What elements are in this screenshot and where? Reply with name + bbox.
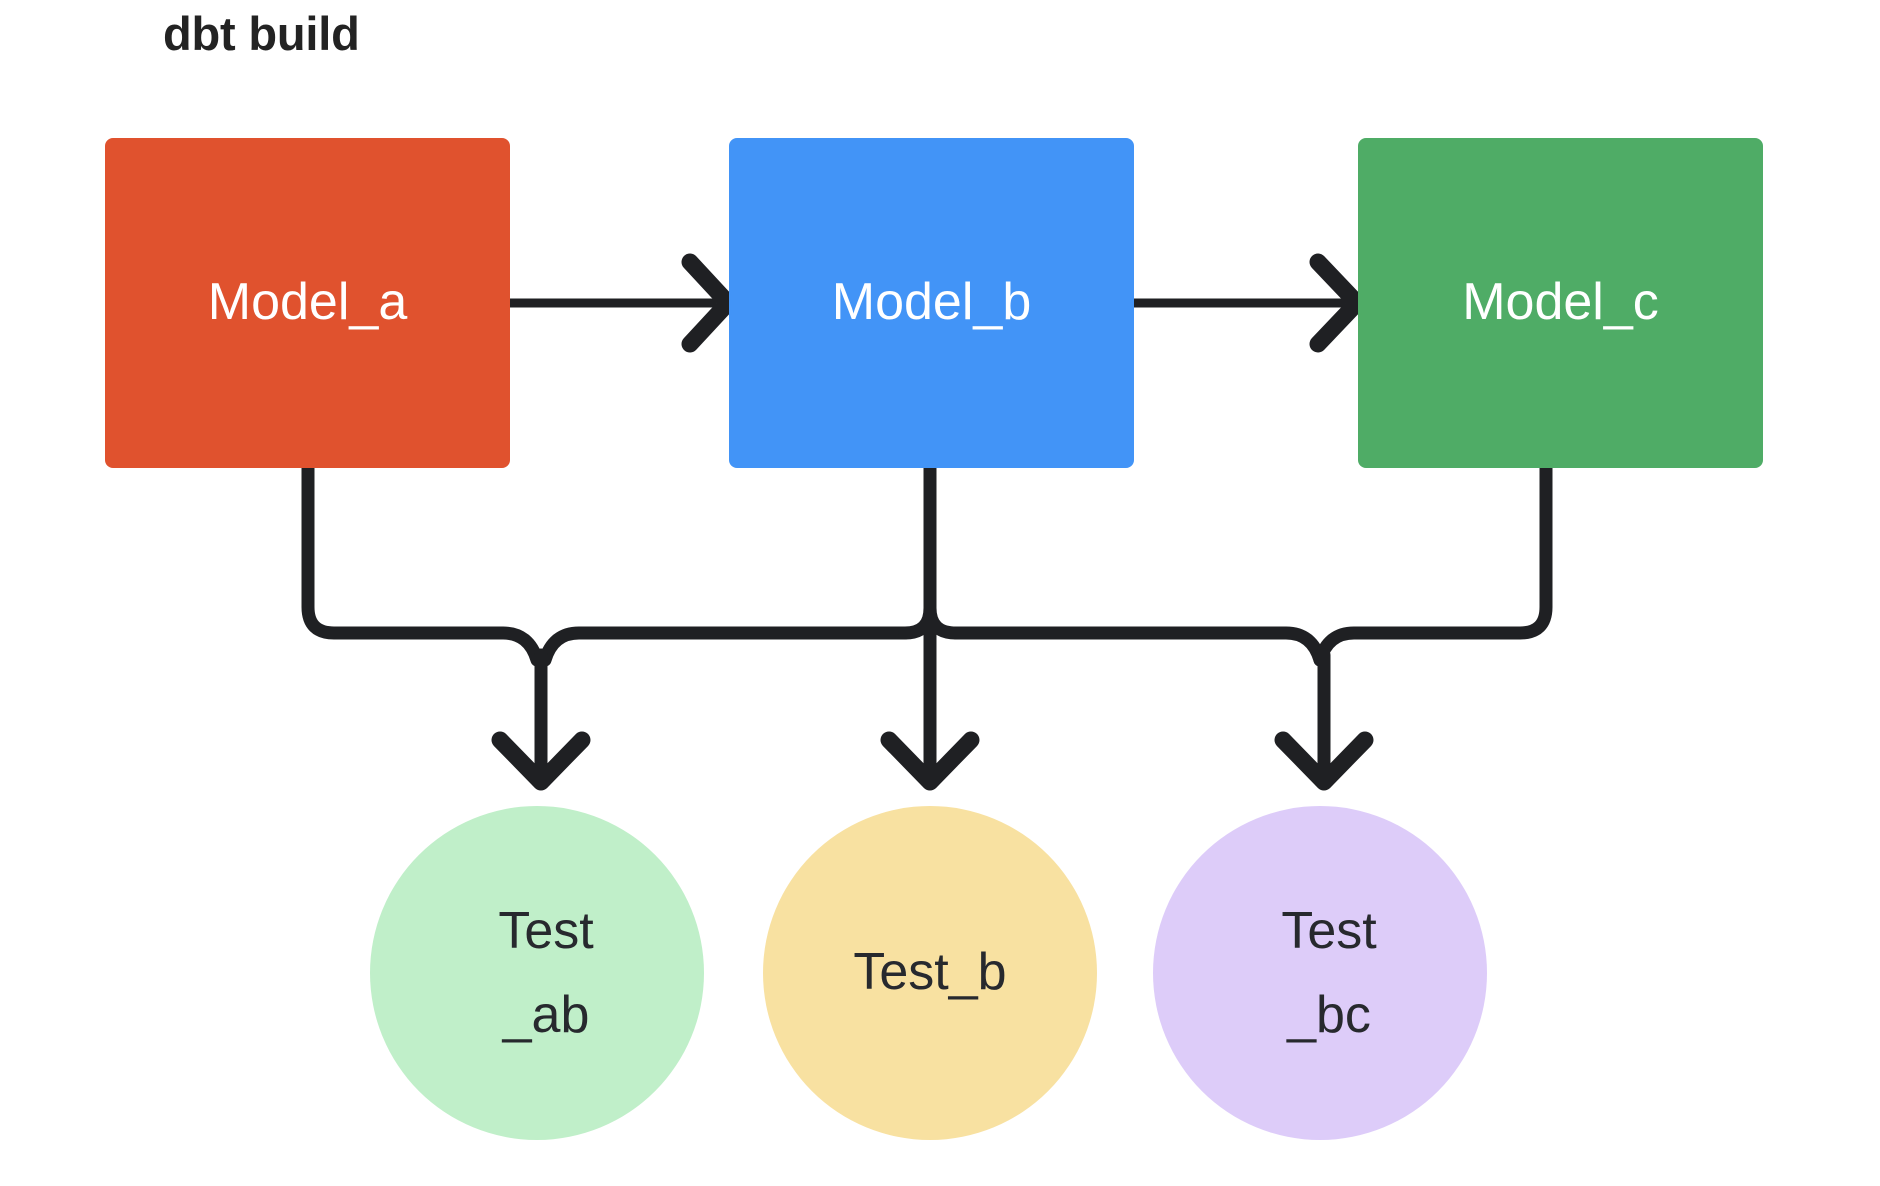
node-test-ab[interactable]: Test _ab	[370, 806, 704, 1140]
node-model-a[interactable]: Model_a	[105, 138, 510, 468]
edge-model-b-to-test-ab	[538, 626, 912, 667]
node-model-c[interactable]: Model_c	[1358, 138, 1763, 468]
node-model-b[interactable]: Model_b	[729, 138, 1134, 468]
node-model-c-label: Model_c	[1462, 273, 1659, 332]
edge-model-b-to-model-c	[1129, 253, 1366, 353]
edge-model-a-to-test-ab	[301, 461, 544, 667]
node-test-b-label: Test_b	[853, 943, 1007, 1002]
diagram-title: dbt build	[163, 7, 360, 60]
edge-model-b-to-test-b	[898, 461, 963, 785]
drop-test-bc	[1274, 648, 1374, 791]
node-test-b[interactable]: Test_b	[763, 806, 1097, 1140]
edge-model-a-to-model-b	[505, 253, 737, 353]
node-model-b-label: Model_b	[831, 273, 1032, 332]
node-test-bc-label: Test _bc	[1281, 901, 1377, 1044]
drop-test-ab	[491, 648, 591, 791]
node-test-bc[interactable]: Test _bc	[1153, 806, 1487, 1140]
edge-model-c-to-test-bc	[1313, 461, 1553, 667]
node-model-a-label: Model_a	[207, 273, 408, 332]
edge-model-b-to-test-bc	[949, 626, 1327, 667]
node-test-ab-label: Test _ab	[498, 901, 594, 1044]
drop-test-b	[880, 731, 980, 791]
